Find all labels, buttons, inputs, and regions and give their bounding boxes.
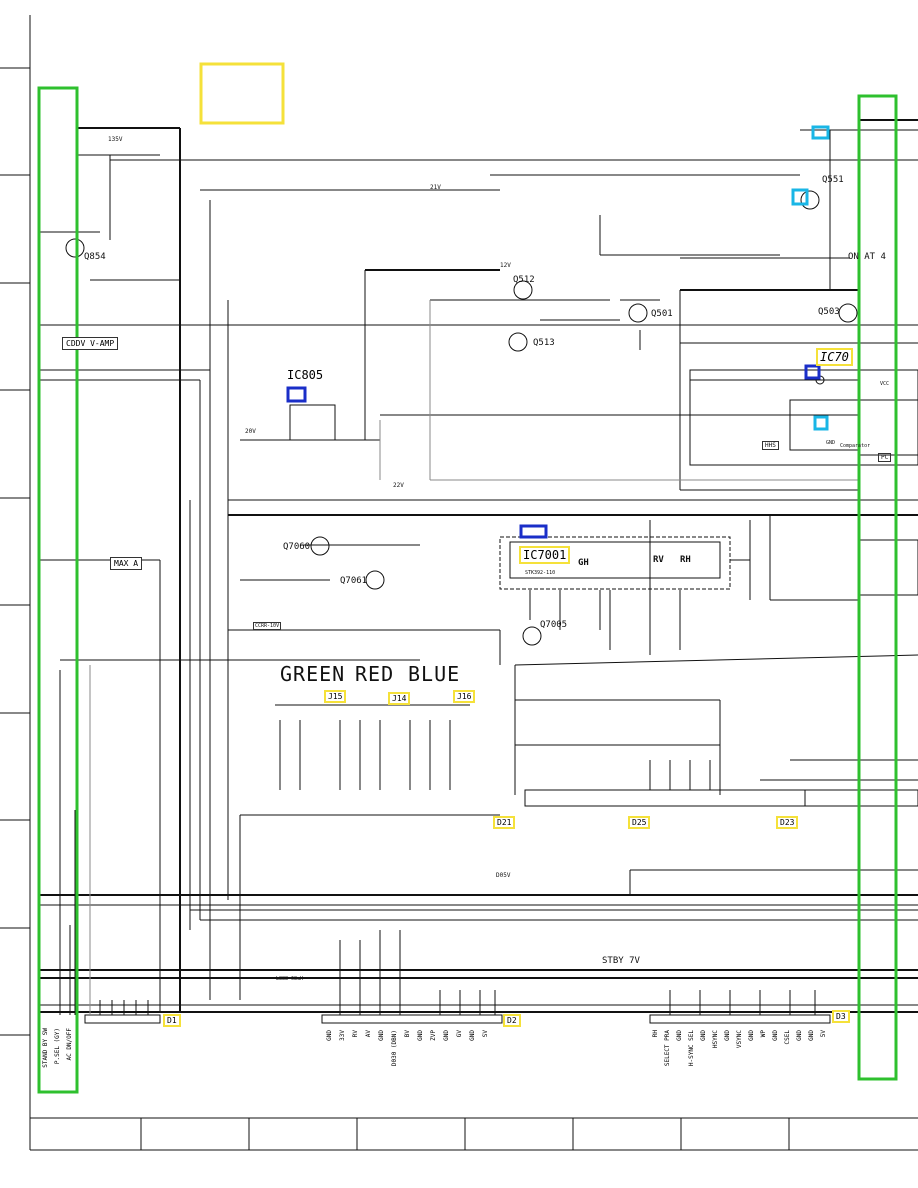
pin-label: GND xyxy=(808,1030,815,1041)
connector-d3: D3 xyxy=(832,1010,850,1023)
connector-j14: J14 xyxy=(388,692,411,705)
rail-12v: 12V xyxy=(500,262,511,269)
page-frame xyxy=(0,15,918,1151)
pin-label: AC DN/OFF xyxy=(66,1028,73,1061)
rail-stby-7v: STBY 7V xyxy=(602,956,640,966)
connector-j16: J16 xyxy=(453,690,476,703)
q7061-label: Q7061 xyxy=(340,576,368,586)
ccrr-label: CCRR-10V xyxy=(253,622,282,630)
q7060-label: Q7060 xyxy=(283,542,311,552)
headline-blue: BLUE xyxy=(408,662,461,686)
comparator-label: Comparator xyxy=(840,443,871,449)
q513-label: Q513 xyxy=(533,338,555,348)
gh-block: GH xyxy=(578,558,589,568)
q512-label: Q512 xyxy=(513,275,535,285)
pin-label: GND xyxy=(326,1030,333,1041)
pc-label: PC xyxy=(878,453,892,462)
pin-label: GND xyxy=(700,1030,707,1041)
annotation-boxes xyxy=(37,62,898,1094)
pin-label: D030 (DBN) xyxy=(391,1030,398,1067)
pin-label: GND xyxy=(469,1030,476,1041)
inductor-label: L888 68uH xyxy=(276,976,304,982)
pin-label: 33V xyxy=(339,1030,346,1041)
wiring xyxy=(40,119,918,1024)
ic805-label: IC805 xyxy=(287,368,324,382)
pin-label: HSYNC xyxy=(712,1030,719,1049)
rv-block: RV xyxy=(653,555,664,565)
pin-label: GND xyxy=(417,1030,424,1041)
hhs-label: HHS xyxy=(762,441,779,450)
pin-label: H-SYNC SEL xyxy=(688,1030,695,1067)
connector-d1: D1 xyxy=(163,1014,181,1027)
q854-label: Q854 xyxy=(84,252,106,262)
q501-label: Q501 xyxy=(651,309,673,319)
pin-label: BV xyxy=(404,1030,411,1038)
ic701-label: IC70 xyxy=(816,348,853,366)
pin-label: VSYNC xyxy=(736,1030,743,1049)
q503-label: Q503 xyxy=(818,307,840,317)
pin-label: ZVP xyxy=(430,1030,437,1041)
rh-block: RH xyxy=(680,555,691,565)
pin-label: CSEL xyxy=(784,1030,791,1045)
q551-label: Q551 xyxy=(822,175,844,185)
pin-label: GND xyxy=(796,1030,803,1041)
headline-green: GREEN xyxy=(280,662,346,686)
pin-label: GND xyxy=(724,1030,731,1041)
pin-label: RV xyxy=(352,1030,359,1038)
rail-21v: 21V xyxy=(430,184,441,191)
connector-d2: D2 xyxy=(503,1014,521,1027)
pin-label: RH xyxy=(652,1030,659,1038)
pin-label: GND xyxy=(443,1030,450,1041)
rail-135v: 135V xyxy=(108,136,123,143)
pin-label: GND xyxy=(378,1030,385,1041)
cddv-amp-label: CDDV V-AMP xyxy=(62,337,119,350)
pin-label: GV xyxy=(456,1030,463,1038)
ic7001-part: STK392-110 xyxy=(525,570,556,576)
pin-label: SV xyxy=(482,1030,489,1038)
connector-j15: J15 xyxy=(324,690,347,703)
connector-d25: D25 xyxy=(628,816,651,829)
pin-label: GND xyxy=(748,1030,755,1041)
pin-label: STAND BY SW xyxy=(42,1028,49,1068)
vcc-label: VCC xyxy=(880,381,890,387)
rail-20v: 20V xyxy=(245,428,256,435)
ic7001-label: IC7001 xyxy=(519,546,571,564)
gnd-label: GND xyxy=(826,440,836,446)
rail-22v: 22V xyxy=(393,482,404,489)
connector-d23: D23 xyxy=(776,816,799,829)
pin-label: GND xyxy=(772,1030,779,1041)
on-at-label: ON AT 4 xyxy=(848,252,886,262)
rail-d05v: D05V xyxy=(496,872,511,879)
pin-label: AV xyxy=(365,1030,372,1038)
pin-label: GND xyxy=(676,1030,683,1041)
pin-label: 5V xyxy=(820,1030,827,1038)
pin-label: P.SEL (GY) xyxy=(54,1028,61,1065)
max-a-label: MAX A xyxy=(110,557,143,570)
q7005-label: Q7005 xyxy=(540,620,568,630)
pin-label: SELECT PRA xyxy=(664,1030,671,1067)
headline-red: RED xyxy=(355,662,395,686)
pin-label: WP xyxy=(760,1030,767,1038)
connector-d21: D21 xyxy=(493,816,516,829)
